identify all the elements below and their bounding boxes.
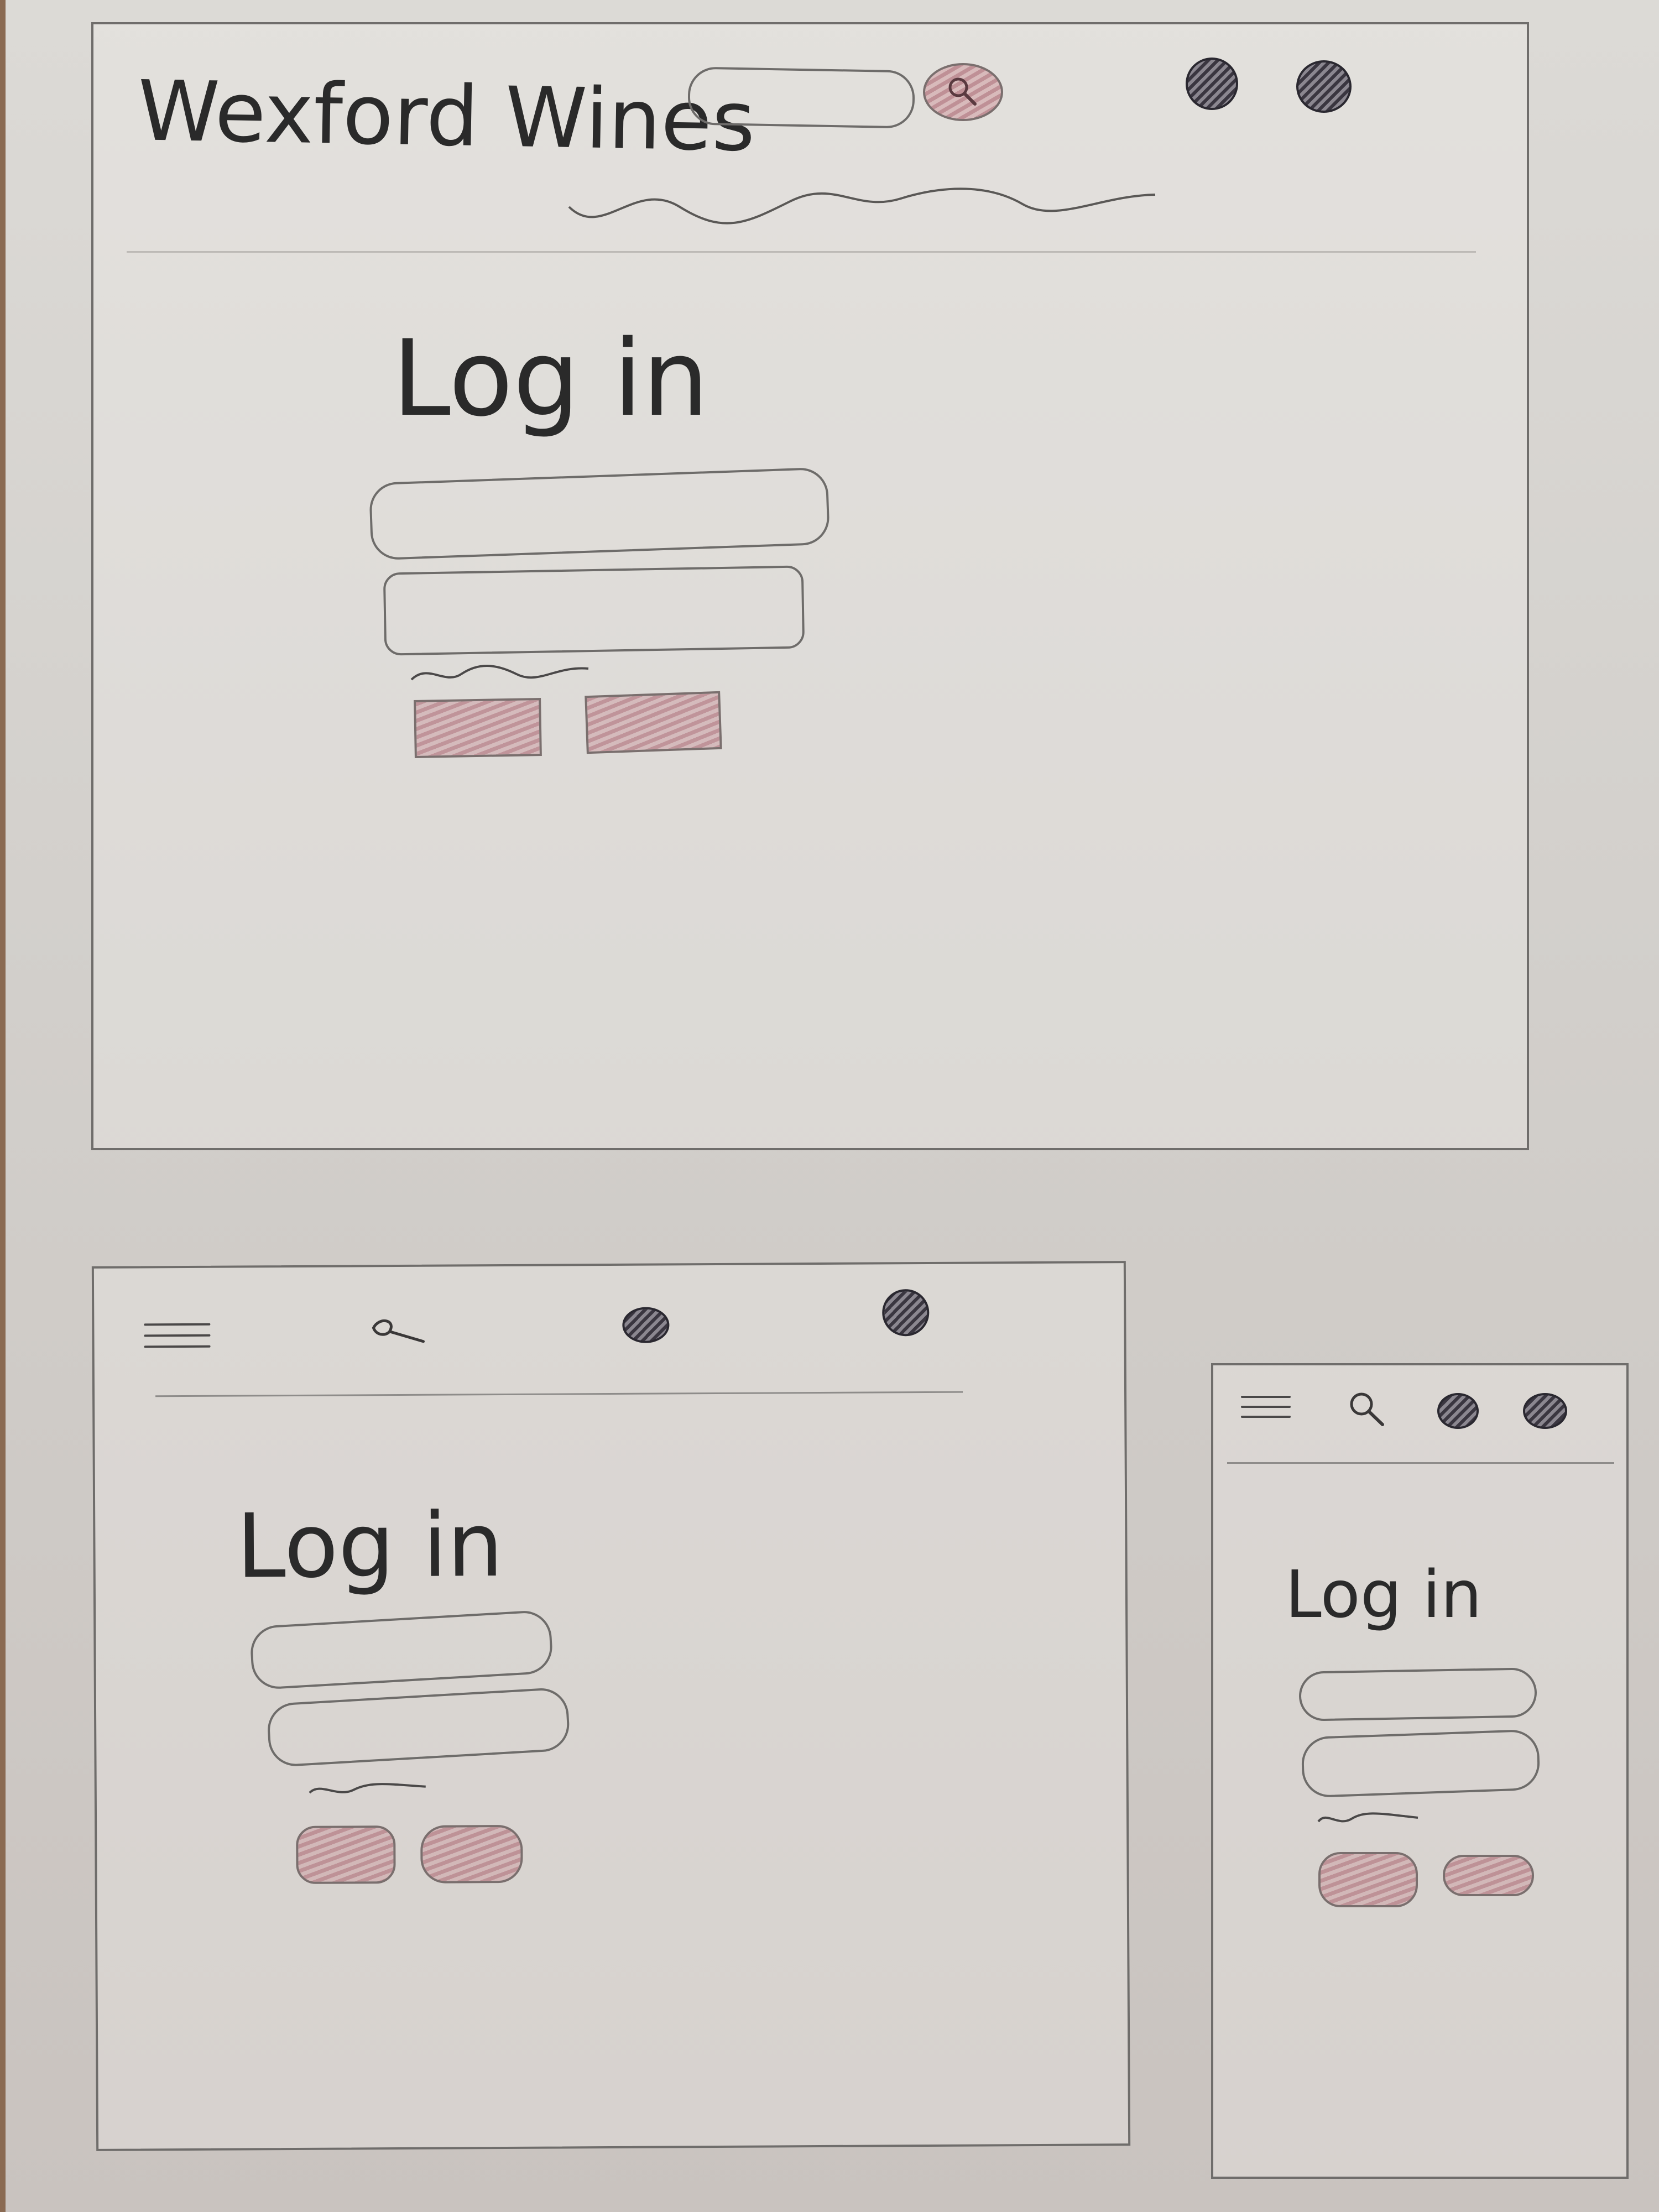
- login-heading: Log in: [392, 317, 709, 440]
- cart-icon[interactable]: [1296, 60, 1352, 113]
- header-divider: [155, 1391, 963, 1397]
- header-divider: [127, 251, 1476, 253]
- signup-button[interactable]: [420, 1824, 523, 1884]
- search-input[interactable]: [687, 66, 915, 129]
- email-field[interactable]: [368, 467, 831, 561]
- login-button[interactable]: [414, 698, 542, 758]
- tablet-wireframe: Log in: [91, 1261, 1131, 2151]
- login-heading: Log in: [1285, 1556, 1482, 1632]
- forgot-password-scribble: [410, 665, 589, 681]
- hamburger-menu-icon[interactable]: [144, 1323, 211, 1357]
- header-divider: [1227, 1462, 1614, 1464]
- account-icon[interactable]: [1437, 1393, 1479, 1429]
- search-icon: [948, 77, 977, 106]
- signup-button[interactable]: [1443, 1855, 1534, 1896]
- email-field[interactable]: [249, 1609, 554, 1691]
- login-button[interactable]: [1318, 1852, 1418, 1907]
- password-field[interactable]: [1301, 1729, 1541, 1798]
- site-title: Wexford Wines: [137, 63, 757, 170]
- login-heading: Log in: [236, 1493, 504, 1598]
- password-field[interactable]: [266, 1687, 571, 1768]
- hamburger-menu-icon[interactable]: [1241, 1396, 1291, 1427]
- paper-edge: [0, 0, 6, 2212]
- password-field[interactable]: [383, 565, 805, 656]
- search-icon[interactable]: [1346, 1390, 1390, 1434]
- mobile-wireframe: Log in: [1211, 1363, 1629, 2179]
- search-icon[interactable]: [368, 1314, 434, 1348]
- cart-icon[interactable]: [1523, 1393, 1567, 1429]
- signup-button[interactable]: [585, 691, 722, 754]
- nav-links-scribble: [568, 187, 1156, 225]
- account-icon[interactable]: [622, 1307, 670, 1343]
- account-icon[interactable]: [1186, 58, 1238, 110]
- forgot-password-scribble: [309, 1783, 426, 1794]
- search-button[interactable]: [923, 63, 1003, 121]
- forgot-password-scribble: [1317, 1812, 1418, 1823]
- login-button[interactable]: [296, 1825, 396, 1884]
- cart-icon[interactable]: [882, 1288, 930, 1337]
- desktop-wireframe: Wexford Wines Log in: [91, 22, 1529, 1150]
- email-field[interactable]: [1298, 1667, 1537, 1721]
